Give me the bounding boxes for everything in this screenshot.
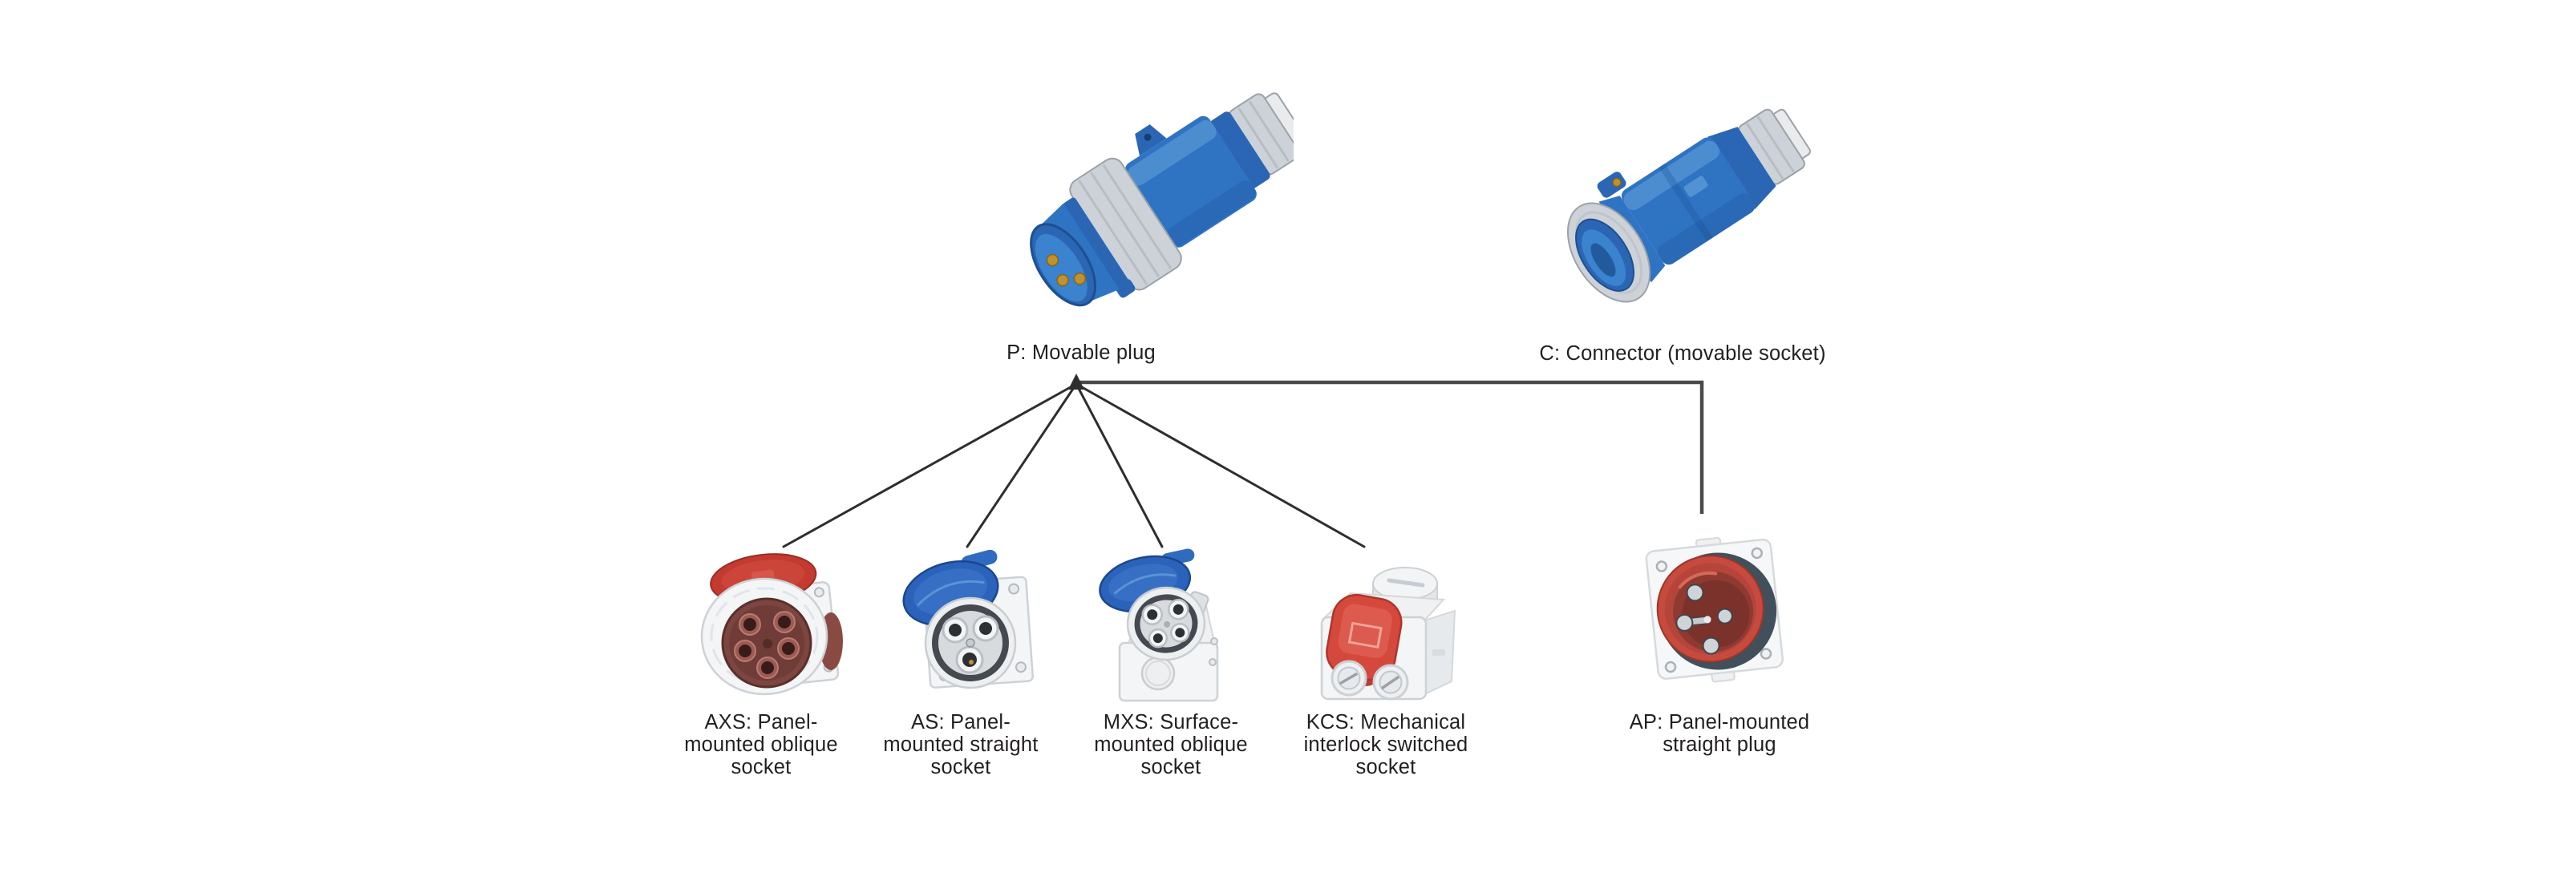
label-line: straight plug (1663, 733, 1776, 756)
ap-plug-image (1633, 526, 1795, 696)
p-movable-plug-image (1009, 74, 1307, 329)
label-line: AXS: Panel- (704, 711, 818, 733)
label-line: socket (930, 756, 991, 778)
label-line: socket (1140, 756, 1201, 778)
edge-p-as (966, 382, 1078, 548)
label-ap-plug: AP: Panel-mounted straight plug (1630, 711, 1810, 756)
c-connector-image (1549, 85, 1822, 325)
label-line: mounted oblique (1094, 733, 1248, 756)
kcs-socket-image (1299, 547, 1466, 707)
edge-p-mxs (1075, 382, 1164, 548)
label-line: mounted straight (883, 733, 1039, 756)
label-axs-socket: AXS: Panel- mounted oblique socket (684, 711, 838, 778)
label-line: socket (1355, 756, 1416, 778)
label-line: AP: Panel-mounted (1629, 711, 1810, 733)
label-line: P: Movable plug (1007, 341, 1156, 364)
label-c-connector: C: Connector (movable socket) (1539, 342, 1825, 365)
label-line: interlock switched (1303, 733, 1468, 756)
axs-socket-image (690, 545, 850, 704)
label-mxs-socket: MXS: Surface- mounted oblique socket (1094, 711, 1248, 778)
edge-p-kcs (1075, 382, 1366, 548)
label-as-socket: AS: Panel- mounted straight socket (883, 711, 1038, 778)
label-line: KCS: Mechanical (1306, 711, 1466, 733)
label-line: C: Connector (movable socket) (1539, 342, 1826, 365)
label-p-movable-plug: P: Movable plug (1007, 341, 1156, 364)
mxs-socket-image (1096, 547, 1237, 707)
edge-p-axs (782, 382, 1078, 548)
as-socket-image (892, 545, 1049, 704)
arrowhead-icon (1068, 374, 1084, 390)
label-kcs-socket: KCS: Mechanical interlock switched socke… (1304, 711, 1468, 778)
label-line: MXS: Surface- (1103, 711, 1239, 733)
label-line: mounted oblique (684, 733, 838, 756)
edge-p-ap (1079, 380, 1704, 514)
label-line: socket (731, 756, 792, 778)
label-line: AS: Panel- (911, 711, 1011, 733)
